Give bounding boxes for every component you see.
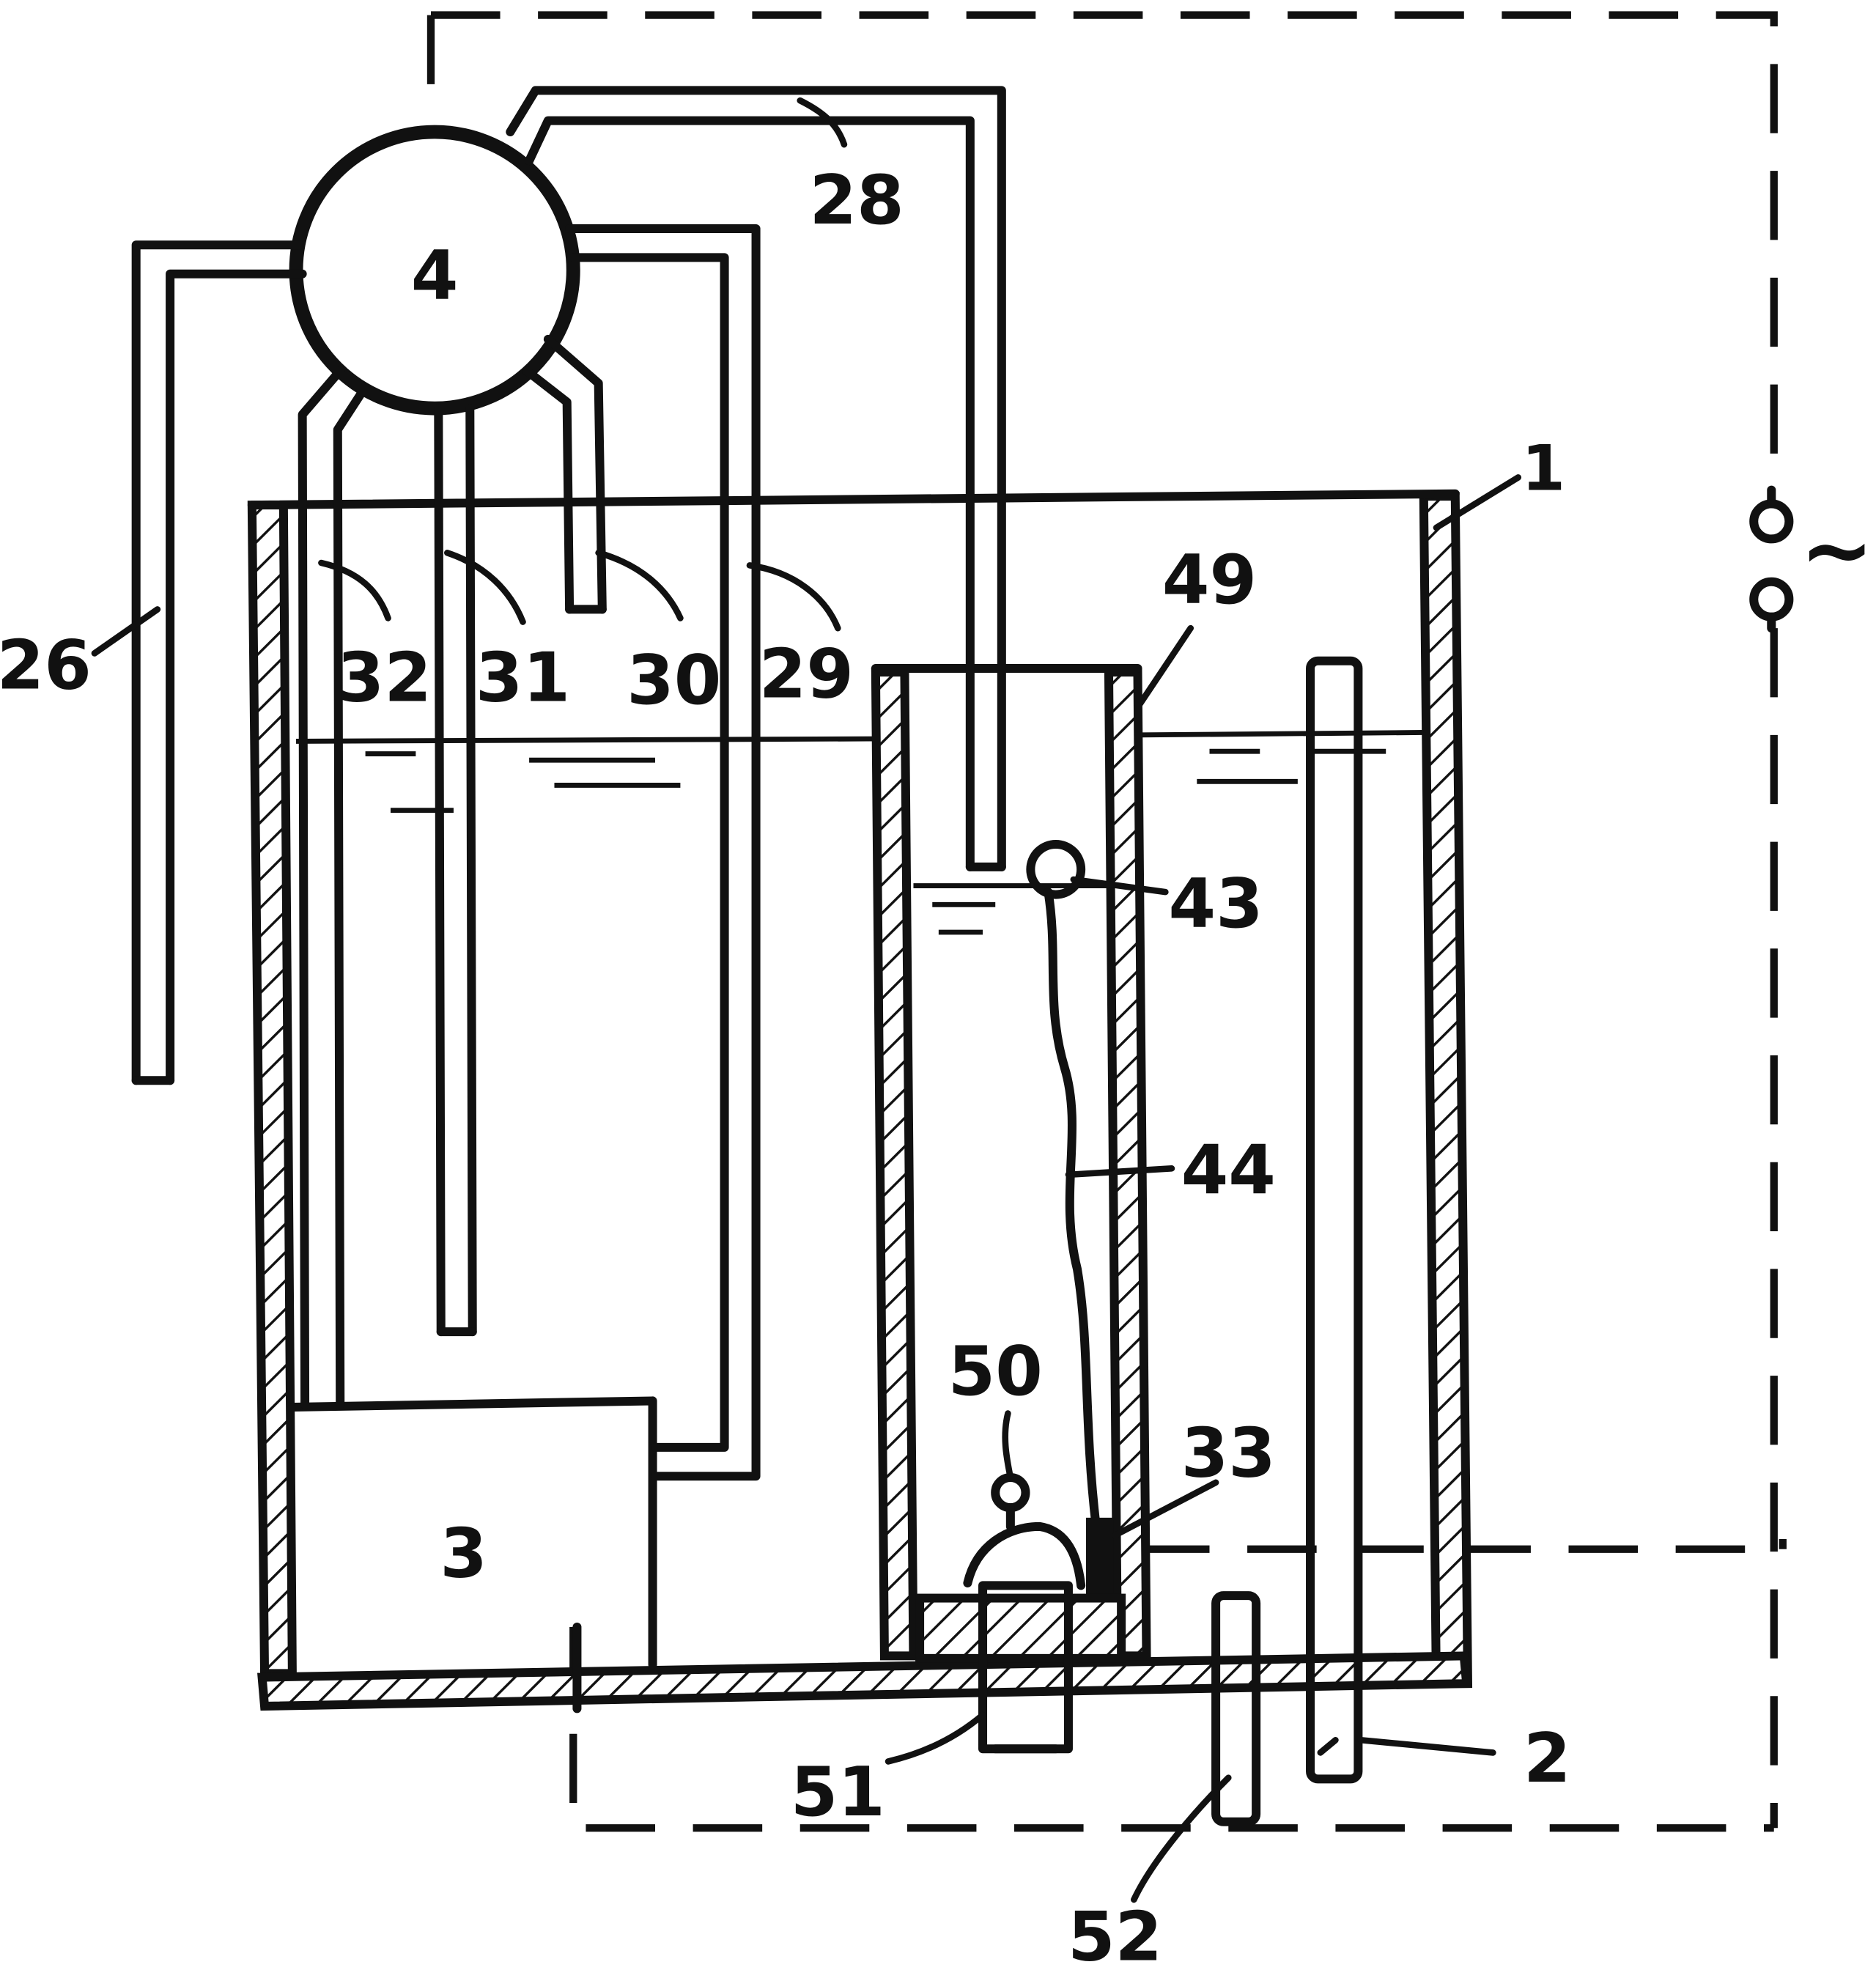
part-labels: 4 3 1 2 26 28 29 30 31 32 49 43 44 50 33… bbox=[0, 161, 1874, 1970]
label-49: 49 bbox=[1162, 540, 1257, 619]
label-33: 33 bbox=[1181, 1413, 1276, 1492]
label-43: 43 bbox=[1169, 864, 1263, 943]
label-50: 50 bbox=[948, 1332, 1043, 1411]
pipe-31 bbox=[434, 404, 477, 1337]
label-26: 26 bbox=[0, 626, 92, 705]
label-29: 29 bbox=[759, 635, 854, 714]
pipe-29 bbox=[565, 224, 761, 1481]
power-symbol: ~ bbox=[1800, 499, 1874, 602]
rod-52 bbox=[1211, 1591, 1261, 1826]
pipe-26 bbox=[131, 240, 307, 1085]
rod-2 bbox=[1306, 656, 1363, 1784]
pipe-32 bbox=[298, 366, 370, 1409]
outer-tank bbox=[247, 489, 1473, 1711]
label-44: 44 bbox=[1181, 1131, 1276, 1210]
label-30: 30 bbox=[627, 641, 721, 720]
pipe-28 bbox=[506, 86, 1006, 871]
valve-seat bbox=[915, 1593, 1126, 1663]
line-44 bbox=[1044, 888, 1101, 1531]
label-32: 32 bbox=[337, 638, 432, 717]
inner-water-level bbox=[913, 883, 1109, 935]
pipe-30 bbox=[522, 334, 607, 614]
label-52: 52 bbox=[1068, 1897, 1162, 1970]
drain-51 bbox=[978, 1581, 1073, 1754]
valve-50 bbox=[963, 1472, 1086, 1590]
leader-lines bbox=[91, 97, 1522, 1903]
label-1: 1 bbox=[1521, 432, 1565, 506]
power-terminals bbox=[1749, 485, 1794, 633]
label-2: 2 bbox=[1524, 1719, 1571, 1798]
unit-3-box bbox=[287, 1396, 657, 1713]
float-43 bbox=[1026, 840, 1086, 899]
label-4: 4 bbox=[411, 236, 459, 315]
outer-water-level bbox=[296, 730, 1424, 814]
label-3: 3 bbox=[440, 1514, 487, 1593]
inner-cylinder bbox=[871, 664, 1151, 1661]
label-51: 51 bbox=[791, 1752, 885, 1831]
label-28: 28 bbox=[810, 161, 904, 240]
weight-33 bbox=[1086, 1517, 1114, 1596]
label-31: 31 bbox=[476, 638, 570, 717]
